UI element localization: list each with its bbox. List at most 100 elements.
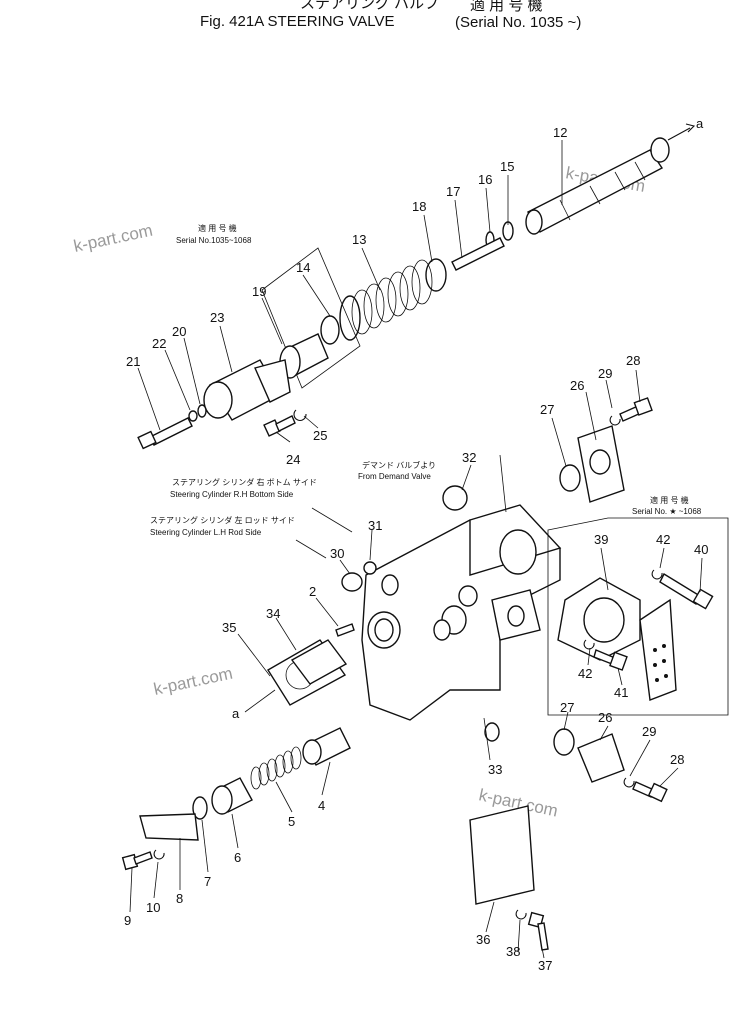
part-label-42-lower: 42 [578, 666, 592, 681]
note1-jp: 適 用 号 機 [198, 223, 237, 233]
part-label-30: 30 [330, 546, 344, 561]
left-lower-assembly [121, 639, 351, 871]
jp-serial-label: 適 用 号 機 [470, 0, 543, 14]
spool-part-12 [525, 123, 696, 235]
seal-part-34 [290, 639, 348, 685]
plate-part-8 [139, 813, 199, 841]
part-label-27-upper: 27 [540, 402, 554, 417]
oring-part-7 [192, 796, 208, 820]
part-label-15: 15 [500, 159, 514, 174]
part-label-32: 32 [462, 450, 476, 465]
strainer-pipe [639, 598, 677, 701]
oring-part-31 [363, 561, 377, 575]
part-label-25: 25 [313, 428, 327, 443]
part-label-8: 8 [176, 891, 183, 906]
note1-serial: Serial No.1035~1068 [176, 236, 252, 245]
part-label-19: 19 [252, 284, 266, 299]
strainer-holes [653, 644, 668, 682]
bolt-part-37 [527, 911, 549, 951]
part-label-40: 40 [694, 542, 708, 557]
part-label-38: 38 [506, 944, 520, 959]
washer-part-29-lower [623, 777, 635, 788]
rod-part-17 [451, 237, 505, 271]
part-label-4: 4 [318, 798, 325, 813]
oring-part-27-lower [553, 728, 575, 756]
part-label-17: 17 [446, 184, 460, 199]
bolt-part-21 [137, 417, 193, 450]
bolt-part-28-upper [619, 397, 653, 422]
washer-part-29-upper [609, 415, 621, 426]
clip-part-25 [293, 409, 307, 421]
part-label-26-lower: 26 [598, 710, 612, 725]
part-label-16: 16 [478, 172, 492, 187]
part-label-36: 36 [476, 932, 490, 947]
cylinder-rh-jp: ステアリング シリンダ 右 ボトム サイド [172, 477, 317, 487]
part-label-28-lower: 28 [670, 752, 684, 767]
watermark-1: k-part.com [72, 221, 154, 256]
bolt-part-40 [659, 573, 714, 610]
part-label-14: 14 [296, 260, 310, 275]
part-label-22: 22 [152, 336, 166, 351]
valve-body [335, 454, 562, 721]
plate-part-36 [469, 805, 535, 905]
bolt-part-41 [593, 649, 628, 671]
part-label-2: 2 [309, 584, 316, 599]
ref-a-label: a [232, 706, 240, 721]
demand-label: From Demand Valve [358, 472, 431, 481]
header: ステアリング バルブ Fig. 421A STEERING VALVE 適 用 … [200, 0, 581, 31]
oring-part-27-upper [559, 464, 581, 492]
part-label-29-lower: 29 [642, 724, 656, 739]
bottom-plate-assembly [469, 722, 549, 951]
part-label-20: 20 [172, 324, 186, 339]
part-label-28-upper: 28 [626, 353, 640, 368]
washer-part-10 [153, 849, 165, 860]
part-label-41: 41 [614, 685, 628, 700]
cover-assembly-lower [553, 728, 668, 803]
part-label-34: 34 [266, 606, 280, 621]
part-label-7: 7 [204, 874, 211, 889]
note-box-strainer [547, 517, 729, 716]
part-label-18: 18 [412, 199, 426, 214]
part-label-37: 37 [538, 958, 552, 973]
jp-title: ステアリング バルブ [300, 0, 439, 12]
part-label-29-upper: 29 [598, 366, 612, 381]
housing-part-23 [203, 359, 291, 421]
note2-serial: Serial No. ★ ~1068 [632, 507, 702, 516]
washer-part-14 [320, 315, 340, 345]
part-label-26-upper: 26 [570, 378, 584, 393]
cover-assembly-upper [559, 397, 653, 503]
part-label-9: 9 [124, 913, 131, 928]
part-label-10: 10 [146, 900, 160, 915]
washer-part-20 [197, 404, 207, 418]
part-label-35: 35 [222, 620, 236, 635]
part-label-5: 5 [288, 814, 295, 829]
watermarks: k-part.com k-part.com k-part.com k-part.… [72, 163, 647, 820]
spring-part-13 [339, 259, 433, 341]
serial-range: (Serial No. 1035 ~) [455, 14, 581, 31]
spool-assembly [137, 123, 696, 450]
leader-lines [129, 140, 703, 959]
washer-part-22 [188, 410, 198, 422]
part-label-42-upper: 42 [656, 532, 670, 547]
spring-part-5 [250, 746, 302, 790]
part-label-39: 39 [594, 532, 608, 547]
part-label-13: 13 [352, 232, 366, 247]
washer-part-38 [515, 909, 527, 920]
bolt-part-9 [121, 851, 153, 871]
cover-part-26-lower [577, 733, 625, 783]
oring-part-32 [442, 485, 468, 511]
washer-part-42b [583, 639, 595, 650]
note-labels: 適 用 号 機 Serial No.1035~1068 適 用 号 機 Seri… [150, 116, 704, 721]
part-label-24: 24 [286, 452, 300, 467]
part-label-33: 33 [488, 762, 502, 777]
part-numbers: 12 15 16 17 18 13 14 19 23 20 22 21 24 2… [124, 125, 708, 973]
bolt-part-28-lower [632, 781, 668, 803]
part-label-27-lower: 27 [560, 700, 574, 715]
arrow-a-label: a [696, 116, 704, 131]
part-label-6: 6 [234, 850, 241, 865]
oring-part-33 [484, 722, 500, 742]
screw-part-2 [335, 623, 355, 637]
strainer-assembly [547, 517, 729, 716]
oring-part-30 [341, 572, 363, 592]
